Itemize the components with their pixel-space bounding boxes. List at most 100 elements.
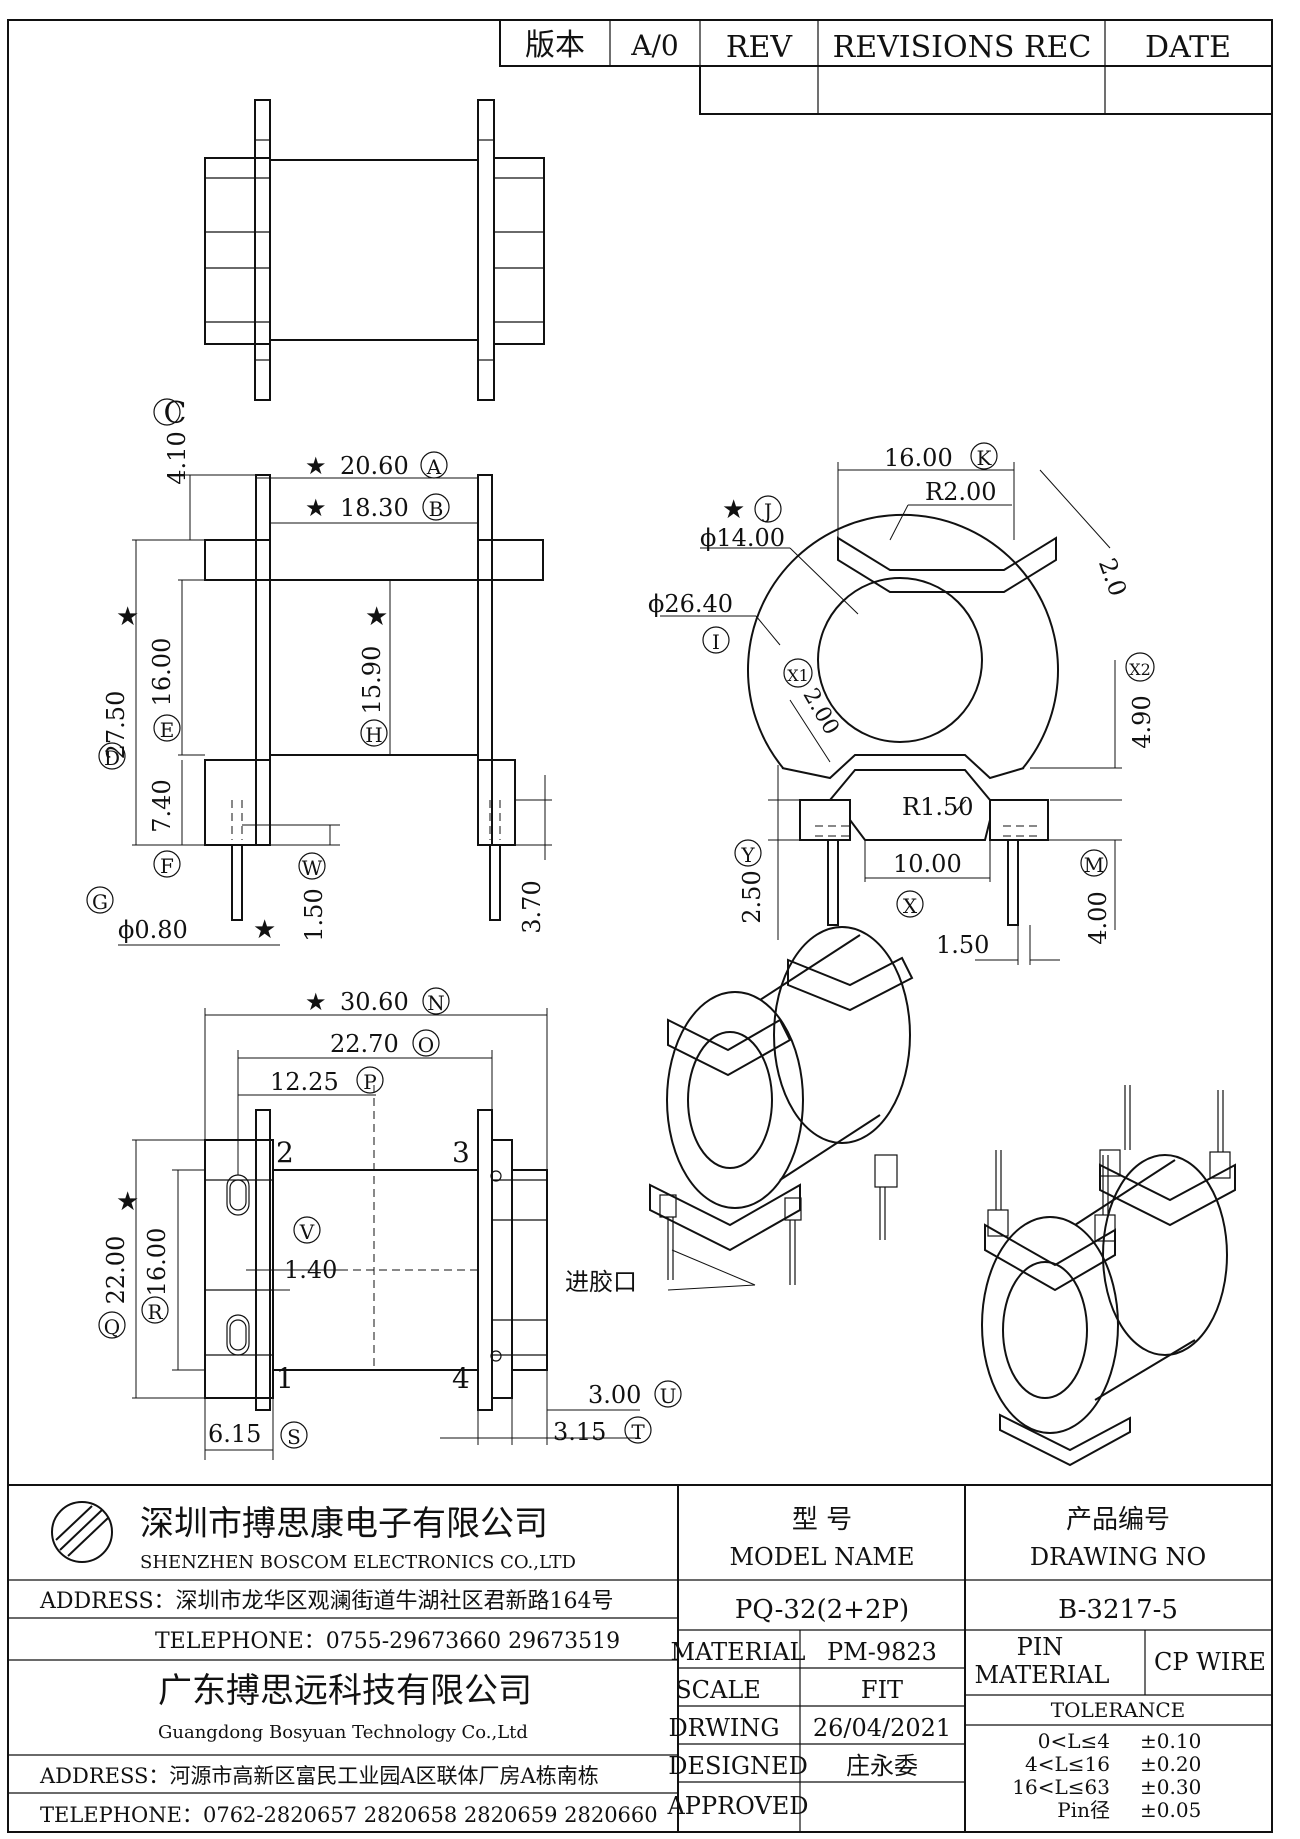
tol-4-value: ±0.05	[1140, 1798, 1201, 1822]
model-label-en: MODEL NAME	[729, 1543, 914, 1571]
dim-o-label: O	[418, 1033, 434, 1057]
dim-w: 1.50	[300, 888, 328, 941]
dim-h-star: ★	[365, 602, 388, 632]
top-view	[204, 99, 545, 401]
dim-r150: R1.50	[902, 793, 974, 821]
dim-s-label: S	[287, 1425, 301, 1449]
dim-r-label: R	[147, 1300, 163, 1324]
dim-g: ϕ0.80	[118, 916, 188, 944]
drawing-date-value: 26/04/2021	[813, 1714, 951, 1742]
dim-k: 16.00	[884, 444, 953, 472]
dim-slot: 2.0	[1093, 555, 1132, 600]
scale-value: FIT	[861, 1676, 903, 1704]
dim-x2-label: X2	[1129, 660, 1151, 679]
approved-label: APPROVED	[666, 1792, 808, 1820]
telephone-1: TELEPHONE：0755-29673660 29673519	[155, 1629, 620, 1654]
rev-label: REV	[726, 30, 793, 65]
company2-en: Guangdong Bosyuan Technology Co.,Ltd	[158, 1722, 528, 1743]
dim-pin-offset: 1.50	[936, 931, 989, 959]
version-value: A/0	[630, 29, 678, 62]
dim-q-label: Q	[104, 1315, 120, 1339]
tol-3-range: 16<L≤63	[1012, 1775, 1110, 1799]
side-view: C 4.10 ★ 20.60 A ★ 18.30 B ★ 27.50 D 16.…	[86, 396, 552, 946]
drawing-date-label: DRWING	[668, 1714, 779, 1742]
dim-x2: 4.90	[1128, 695, 1156, 748]
drawing-value: B-3217-5	[1058, 1595, 1178, 1625]
revisions-label: REVISIONS REC	[833, 30, 1092, 65]
dim-n-star: ★	[305, 988, 327, 1016]
dim-j-label: J	[762, 499, 772, 523]
dim-r: 16.00	[143, 1228, 171, 1297]
dim-b-label: B	[429, 497, 444, 521]
version-label: 版本	[525, 28, 585, 63]
dim-m-label: M	[1084, 853, 1104, 877]
model-value: PQ-32(2+2P)	[735, 1595, 909, 1625]
dim-b-star: ★	[305, 494, 327, 522]
pin-material-value: CP WIRE	[1154, 1648, 1266, 1676]
telephone-2: TELEPHONE：0762-2820657 2820658 2820659 2…	[40, 1803, 658, 1827]
dim-e-label: E	[160, 718, 175, 742]
dim-j: ϕ14.00	[700, 524, 785, 552]
dim-p-label: P	[363, 1070, 376, 1094]
pin-material-label-1: PIN	[1017, 1633, 1064, 1661]
tol-1-range: 0<L≤4	[1038, 1729, 1110, 1753]
company-en: SHENZHEN BOSCOM ELECTRONICS CO.,LTD	[140, 1552, 576, 1573]
material-label: MATERIAL	[671, 1638, 806, 1666]
scale-label: SCALE	[675, 1676, 761, 1704]
dim-m: 4.00	[1084, 891, 1112, 944]
company2-cn: 广东搏思远科技有限公司	[158, 1671, 532, 1711]
dim-q-star: ★	[116, 1187, 139, 1217]
isometric-view-2	[981, 1085, 1236, 1467]
address-2: ADDRESS：河源市高新区富民工业园A区联体厂房A栋南栋	[39, 1764, 599, 1788]
pin-1: 1	[276, 1362, 294, 1395]
dim-y: 2.50	[738, 870, 766, 923]
dim-c: 4.10	[163, 431, 191, 484]
dim-d-label: D	[104, 746, 120, 770]
address-1: ADDRESS：深圳市龙华区观澜街道牛湖社区君新路164号	[39, 1589, 614, 1614]
dim-f: 7.40	[148, 779, 176, 832]
isometric-view-1: 进胶口	[565, 926, 914, 1296]
dim-r200: R2.00	[925, 478, 997, 506]
tol-2-range: 4<L≤16	[1025, 1752, 1110, 1776]
pin-3: 3	[452, 1136, 470, 1169]
dim-s: 6.15	[208, 1420, 261, 1448]
pin-4: 4	[452, 1362, 470, 1395]
title-block: 深圳市搏思康电子有限公司 SHENZHEN BOSCOM ELECTRONICS…	[8, 1484, 1272, 1832]
dim-b: 18.30	[340, 494, 409, 522]
dim-v-label: V	[299, 1220, 315, 1244]
dim-q: 22.00	[102, 1236, 130, 1305]
dim-n-label: N	[427, 991, 445, 1015]
dim-c-label: C	[164, 396, 187, 431]
tol-2-value: ±0.20	[1140, 1752, 1201, 1776]
dim-x: 10.00	[893, 850, 962, 878]
bottom-view: ★ 30.60 N 22.70 O 12.25 P ★ 22.00 Q 16.0…	[98, 987, 682, 1460]
model-label-cn: 型 号	[792, 1505, 852, 1535]
dim-v: 3.70	[518, 880, 546, 933]
dim-d-star: ★	[116, 602, 139, 632]
tol-3-value: ±0.30	[1140, 1775, 1201, 1799]
dim-v-1-40: 1.40	[284, 1256, 337, 1284]
dim-g-label: G	[92, 890, 108, 914]
dim-u-label: U	[660, 1384, 677, 1408]
dim-p: 12.25	[270, 1068, 339, 1096]
company-logo-icon	[51, 1501, 113, 1563]
pin-material-label-2: MATERIAL	[975, 1661, 1110, 1689]
pin-2: 2	[276, 1136, 294, 1169]
dim-y-label: Y	[740, 843, 755, 867]
dim-d: 27.50	[102, 691, 130, 760]
dim-e: 16.00	[148, 638, 176, 707]
dim-x1-label: X1	[787, 666, 809, 685]
dim-n: 30.60	[340, 988, 409, 1016]
dim-a: 20.60	[340, 452, 409, 480]
dim-g-star: ★	[253, 915, 276, 945]
tol-4-range: Pin径	[1057, 1798, 1110, 1822]
dim-w-label: W	[302, 856, 323, 880]
dim-j-star: ★	[722, 495, 745, 525]
company-cn: 深圳市搏思康电子有限公司	[140, 1504, 548, 1544]
dim-o: 22.70	[330, 1030, 399, 1058]
material-value: PM-9823	[827, 1638, 937, 1666]
dim-x-label: X	[903, 894, 918, 918]
dim-k-label: K	[977, 446, 993, 470]
designed-label: DESIGNED	[668, 1752, 808, 1780]
